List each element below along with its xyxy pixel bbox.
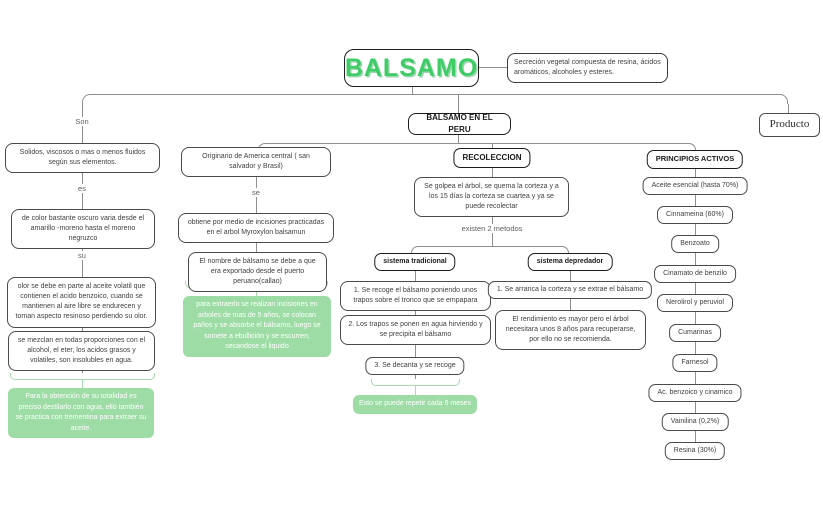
bracket-propiedades: [10, 373, 155, 380]
bracket-tradicional: [371, 379, 460, 386]
balsamo-title-text: BALSAMO: [344, 53, 479, 82]
node-rendimiento[interactable]: El rendimiento es mayor pero el árbol ne…: [495, 310, 646, 351]
connector-producto: [788, 104, 789, 114]
principio-item-ac-benzoico[interactable]: Ac. benzoico y cinamico: [648, 384, 742, 403]
node-olor[interactable]: olor se debe en parte al aceite volatil …: [7, 277, 156, 328]
principio-item-benzoato[interactable]: Benzoato: [671, 235, 719, 254]
edge-label-son: Son: [72, 117, 92, 126]
connector-peru-top: [458, 95, 459, 114]
edge-label-se: se: [249, 188, 263, 197]
node-sistema-depredador[interactable]: sistema depredador: [527, 253, 613, 272]
principio-item-nerolirol[interactable]: Nerolirol y peruviol: [657, 294, 733, 313]
node-definition[interactable]: Secreción vegetal compuesta de resina, á…: [507, 53, 668, 84]
node-balsamo-title[interactable]: BALSAMO: [344, 49, 479, 87]
connector-top-rail: [82, 94, 788, 104]
connector-metodos-rail: [411, 246, 569, 253]
node-sistema-tradicional[interactable]: sistema tradicional: [374, 253, 456, 272]
node-solidos[interactable]: Solidos, viscosos o mas o menos fluidos …: [5, 143, 160, 174]
node-nombre-balsamo[interactable]: El nombre de bálsamo se debe a que era e…: [188, 252, 327, 293]
node-trad-paso-1[interactable]: 1. Se recoge el bálsamo poniendo unos tr…: [340, 281, 491, 312]
connector-peru-bottom: [458, 134, 459, 143]
connector-title-down: [412, 87, 413, 95]
principio-item-cumarinas[interactable]: Cumarinas: [669, 324, 721, 343]
principio-item-farnesol[interactable]: Farnesol: [672, 354, 718, 373]
node-color[interactable]: de color bastante oscuro varia desde el …: [11, 209, 155, 250]
bracket-propiedades-tick: [82, 380, 84, 388]
node-originario[interactable]: Originario de America central ( san salv…: [181, 147, 331, 178]
node-recoleccion[interactable]: RECOLECCION: [453, 148, 531, 168]
node-dep-paso-1[interactable]: 1. Se arranca la corteza y se extrae el …: [487, 281, 653, 300]
connector-title-definition: [479, 67, 508, 68]
principio-item-cinnameina[interactable]: Cinnameina (60%): [657, 206, 733, 225]
node-producto[interactable]: Producto: [759, 113, 820, 137]
node-balsamo-en-el-peru[interactable]: BALSAMO EN EL PERU: [408, 113, 511, 135]
note-repetir[interactable]: Esto se puede repetir cada 6 meses: [352, 395, 478, 414]
node-principios-activos[interactable]: PRINCIPIOS ACTIVOS: [646, 150, 744, 169]
edge-label-es: es: [75, 184, 89, 193]
node-trad-paso-3[interactable]: 3. Se decanta y se recoge: [365, 357, 465, 376]
principio-item-aceite-esencial[interactable]: Aceite esencial (hasta 70%): [642, 177, 748, 196]
principio-item-resina[interactable]: Resina (30%): [664, 442, 726, 461]
principio-item-cinamato[interactable]: Cinamato de benzilo: [654, 265, 736, 284]
node-mezclan[interactable]: se mezclan en todas proporciones con el …: [8, 331, 155, 372]
node-obtiene[interactable]: obtiene por medio de incisiones practica…: [178, 213, 334, 244]
edge-label-su: su: [75, 251, 89, 260]
node-trad-paso-2[interactable]: 2. Los trapos se ponen en agua hirviendo…: [340, 315, 491, 346]
note-extraccion[interactable]: para extraerlo se realizan incisiones en…: [183, 296, 331, 357]
principio-item-vainilina[interactable]: Vainilina (0,2%): [661, 413, 729, 432]
edge-label-metodos: existen 2 metodos: [458, 224, 526, 233]
bracket-tradicional-tick: [415, 386, 417, 395]
connector-level2-rail: [258, 143, 696, 150]
node-golpea[interactable]: Se golpea el árbol, se quema la corteza …: [414, 177, 569, 218]
note-obtencion[interactable]: Para la obtención de su totalidad es pre…: [8, 388, 154, 438]
